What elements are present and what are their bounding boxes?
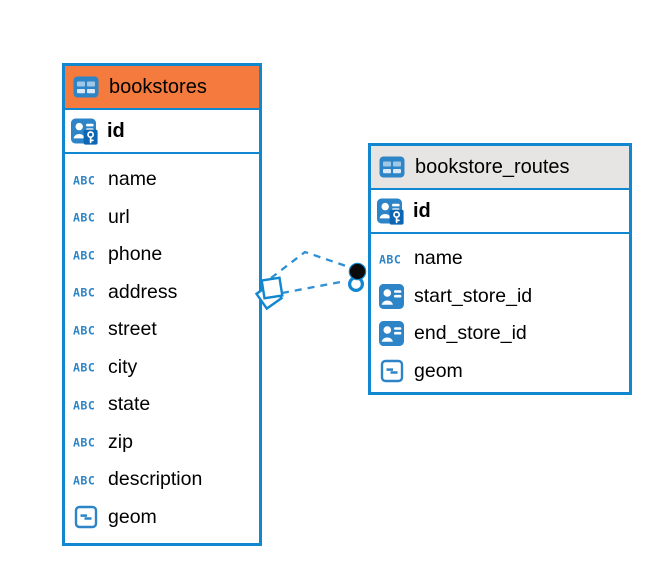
many-end-diamond-marker: [254, 276, 284, 311]
column-name: start_store_id: [414, 284, 533, 307]
primary-key-row[interactable]: id: [65, 110, 259, 154]
one-end-dot-marker: [348, 262, 367, 293]
table-row[interactable]: url: [65, 199, 259, 237]
table-row[interactable]: state: [65, 386, 259, 424]
column-name: id: [413, 199, 431, 222]
table-row[interactable]: address: [65, 274, 259, 312]
column-name: address: [108, 280, 178, 303]
table-row[interactable]: geom: [371, 353, 629, 391]
table-row[interactable]: end_store_id: [371, 315, 629, 353]
table-row[interactable]: name: [65, 161, 259, 199]
column-name: geom: [414, 359, 463, 382]
column-name: state: [108, 393, 151, 416]
table-row[interactable]: zip: [65, 424, 259, 462]
column-name: geom: [108, 505, 157, 528]
table-bookstore-routes-header[interactable]: bookstore_routes: [371, 146, 629, 190]
column-name: name: [108, 168, 157, 191]
column-name: id: [107, 119, 125, 142]
relationship-line: [270, 250, 350, 279]
table-row[interactable]: street: [65, 311, 259, 349]
table-row[interactable]: phone: [65, 236, 259, 274]
column-list: name start_store_id end_store_id geom: [371, 234, 629, 390]
relationship-line: [281, 279, 347, 295]
table-title: bookstore_routes: [415, 155, 570, 178]
column-name: street: [108, 318, 157, 341]
column-list: name url phone address street city: [65, 154, 259, 536]
table-row[interactable]: description: [65, 461, 259, 499]
table-title: bookstores: [109, 75, 207, 98]
column-name: description: [108, 468, 203, 491]
table-row[interactable]: start_store_id: [371, 278, 629, 316]
column-name: name: [414, 247, 463, 270]
column-name: url: [108, 205, 130, 228]
table-bookstores[interactable]: bookstores id name url phone address: [62, 63, 262, 546]
table-bookstore-routes[interactable]: bookstore_routes id name start_store_id …: [368, 143, 632, 395]
table-row[interactable]: name: [371, 240, 629, 278]
column-name: city: [108, 355, 138, 378]
column-name: phone: [108, 243, 163, 266]
column-name: end_store_id: [414, 322, 527, 345]
column-name: zip: [108, 430, 133, 453]
table-bookstores-header[interactable]: bookstores: [65, 66, 259, 110]
table-row[interactable]: city: [65, 349, 259, 387]
primary-key-row[interactable]: id: [371, 190, 629, 234]
table-row[interactable]: geom: [65, 499, 259, 537]
